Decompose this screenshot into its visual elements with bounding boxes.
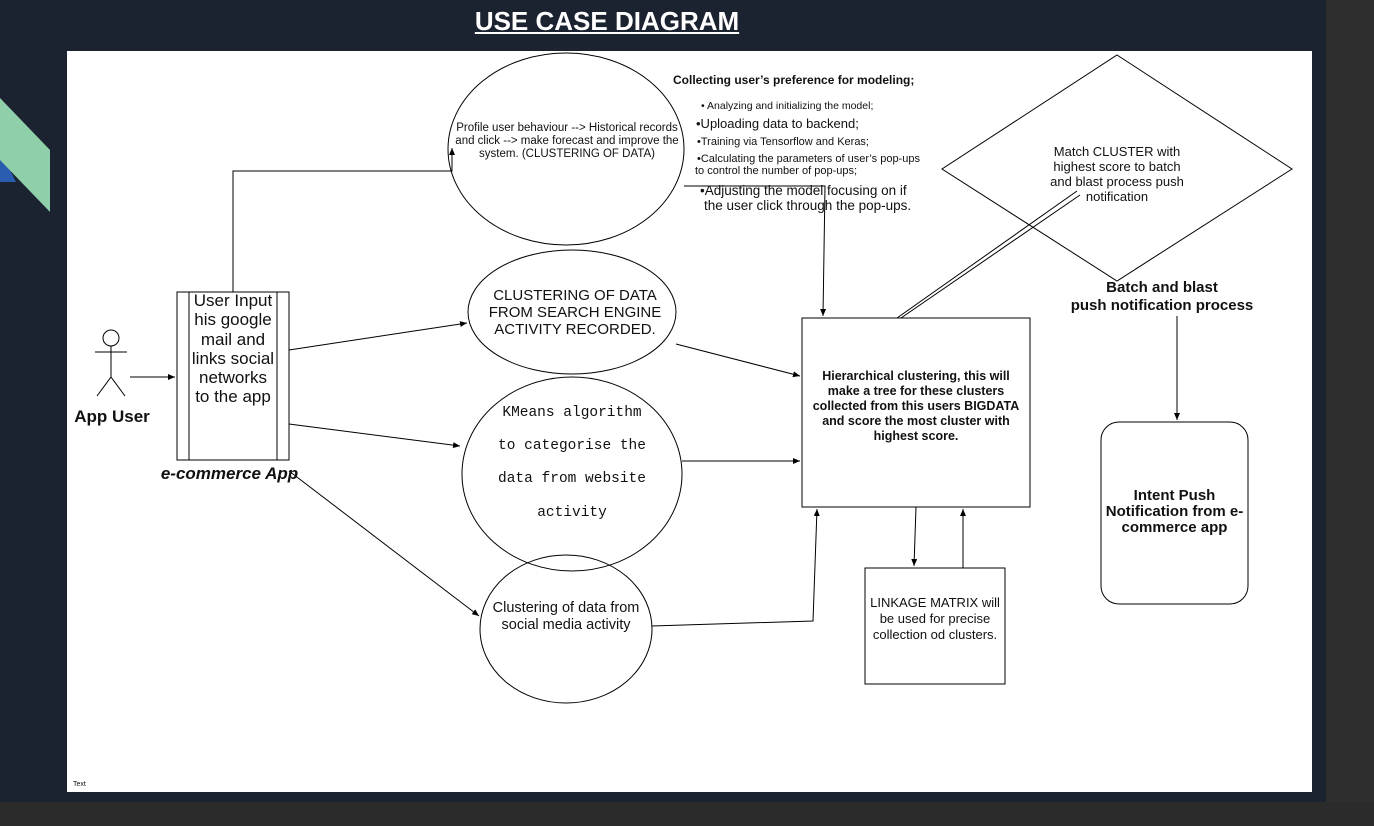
connectors <box>130 148 1180 627</box>
intent-box <box>1100 421 1249 605</box>
accent-green-shape <box>0 98 50 212</box>
intent-text: Intent Push Notification from e-commerce… <box>1105 487 1244 536</box>
usecase-kmeans-line-3: data from website <box>498 471 646 487</box>
system-caption: e-commerce App <box>160 464 299 483</box>
batch-label-line-2: push notification process <box>1070 297 1254 314</box>
hierarchical-text: Hierarchical clustering, this will make … <box>812 369 1020 443</box>
preference-item: •Training via Tensorflow and Keras; <box>697 136 869 148</box>
preference-list-5: •Adjusting the model focusing on if the … <box>700 183 911 213</box>
batch-label-line-1: Batch and blast <box>1106 279 1218 296</box>
edge-hier-diamond-b <box>900 194 1081 319</box>
usecase-kmeans-line-4: activity <box>537 505 607 521</box>
usecase-social-text: Clustering of data from social media act… <box>492 600 640 633</box>
preference-item: to control the number of pop-ups; <box>695 165 858 177</box>
usecase-search-text: CLUSTERING OF DATA FROM SEARCH ENGINE AC… <box>488 287 662 338</box>
edge-system-kmeans <box>288 423 461 449</box>
edge-profile-hier <box>684 185 827 317</box>
preference-list-4: •Calculating the parameters of user’s po… <box>695 153 920 177</box>
slide: USE CASE DIAGRAM <box>0 0 1326 802</box>
usecase-social-ellipse <box>479 554 653 704</box>
edge-hier-diamond-a <box>896 190 1078 319</box>
match-diamond <box>941 54 1293 282</box>
diagram-canvas: App User User Input his google mail and … <box>67 51 1312 792</box>
edge-system-social <box>288 470 480 617</box>
bottom-panel-strip <box>0 802 1374 826</box>
preference-item: the user click through the pop-ups. <box>704 198 912 213</box>
preference-list-3: •Training via Tensorflow and Keras; <box>697 136 869 148</box>
actor-label: App User <box>74 407 150 426</box>
slide-title: USE CASE DIAGRAM <box>474 6 740 36</box>
system-process-box <box>176 291 290 461</box>
usecase-search-ellipse <box>467 249 677 375</box>
right-panel-strip <box>1326 0 1374 802</box>
usecase-kmeans-line-1: KMeans algorithm <box>502 405 642 421</box>
usecase-kmeans-ellipse <box>461 376 683 572</box>
slide-accent <box>0 98 50 212</box>
preference-list-2: •Uploading data to backend; <box>696 116 859 131</box>
edge-system-profile <box>232 148 455 292</box>
match-text: Match CLUSTER with highest score to batc… <box>1050 144 1184 204</box>
preference-list: • Analyzing and initializing the model; <box>697 100 873 112</box>
usecase-kmeans-line-2: to categorise the <box>498 438 646 454</box>
usecase-profile-text: Profile user behaviour --> Historical re… <box>455 122 679 160</box>
linkage-box <box>864 567 1006 685</box>
system-box-text: User Input his google mail and links soc… <box>191 291 275 407</box>
usecase-profile-ellipse <box>447 52 685 246</box>
footer-text: Text <box>73 781 86 788</box>
linkage-text: LINKAGE MATRIX will be used for precise … <box>870 595 1000 642</box>
preference-item: • Analyzing and initializing the model; <box>701 100 874 112</box>
edge-hier-linkage <box>911 506 918 567</box>
edge-social-hier <box>651 508 820 627</box>
edge-search-hier <box>675 343 801 378</box>
diagram-shapes <box>95 52 1293 704</box>
preference-item: •Uploading data to backend; <box>696 116 859 131</box>
preference-item: •Calculating the parameters of user’s po… <box>697 153 920 165</box>
edge-system-search <box>288 321 468 351</box>
preference-item: •Adjusting the model focusing on if <box>700 183 907 198</box>
actor-stick-figure-icon <box>95 329 127 397</box>
preference-title: Collecting user’s preference for modelin… <box>673 73 915 87</box>
